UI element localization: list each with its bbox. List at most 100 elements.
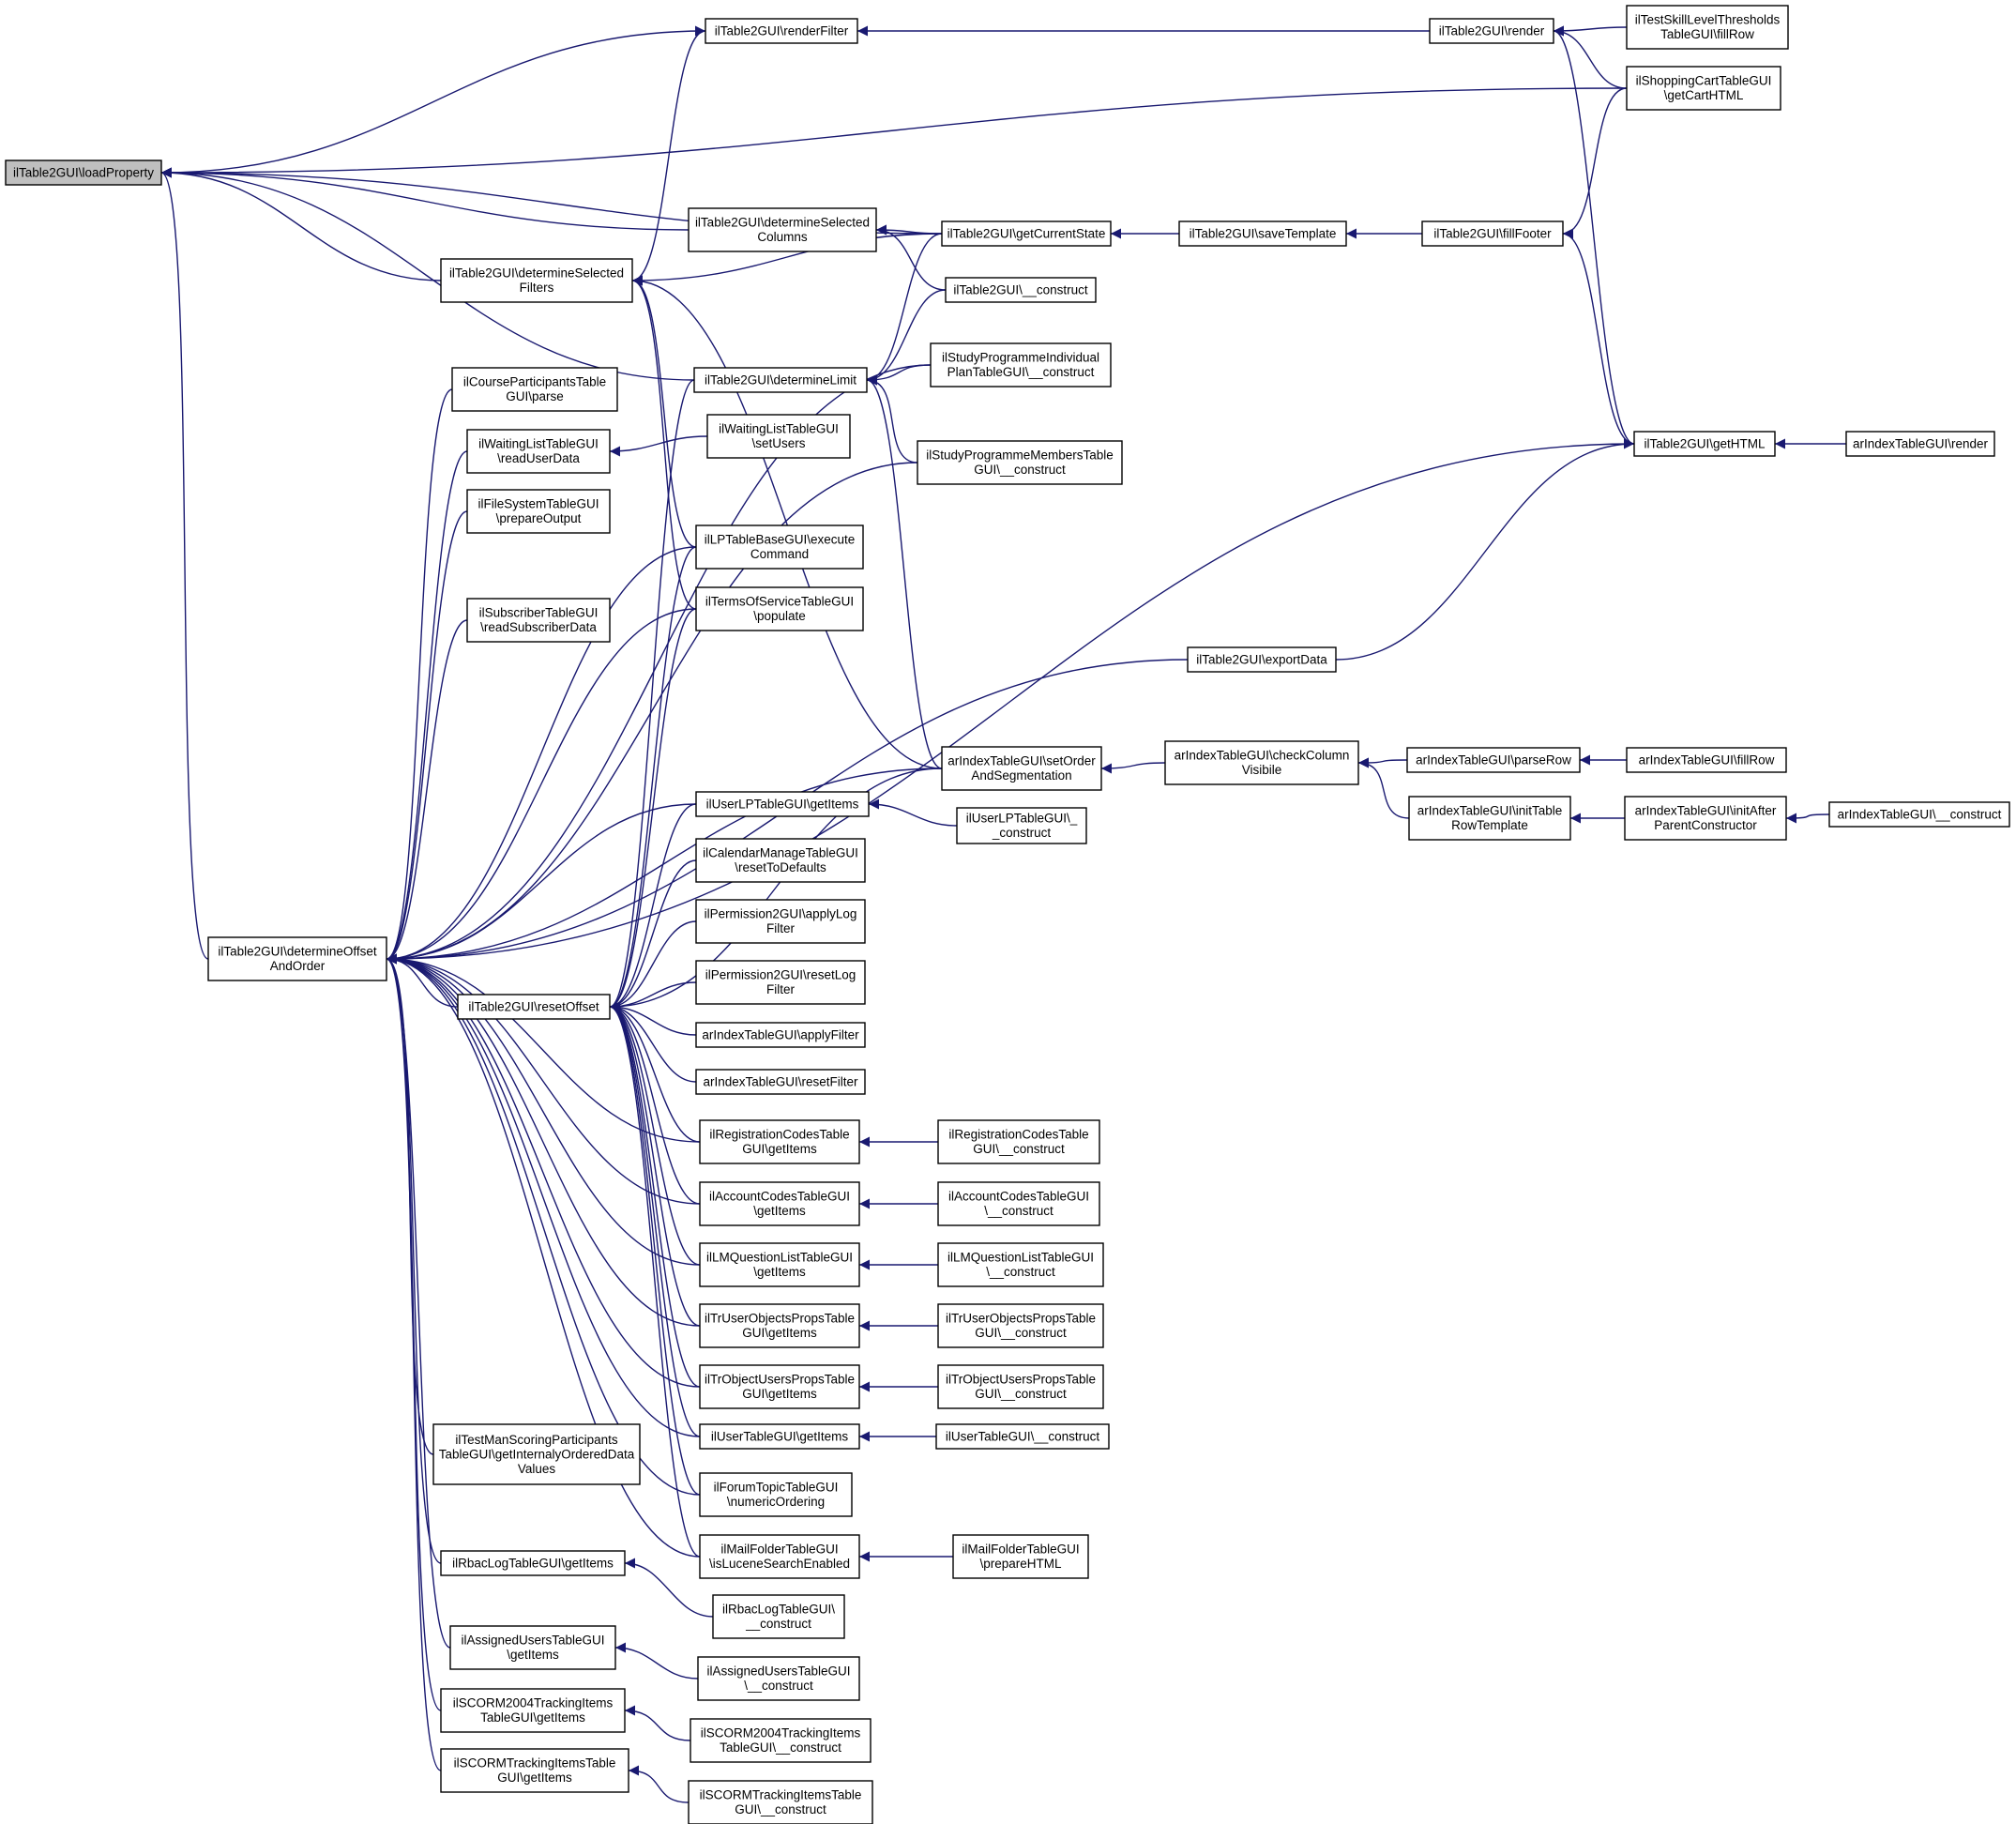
call-edge bbox=[1785, 813, 1830, 824]
node-label: \setUsers bbox=[751, 436, 805, 450]
function-node[interactable]: arIndexTableGUI\fillRow bbox=[1626, 747, 1787, 773]
node-label: \getItems bbox=[507, 1648, 559, 1662]
node-label: \prepareHTML bbox=[979, 1557, 1062, 1571]
node-box bbox=[699, 1472, 853, 1517]
function-node[interactable]: arIndexTableGUI\initAfterParentConstruct… bbox=[1624, 796, 1787, 841]
function-node[interactable]: arIndexTableGUI\applyFilter bbox=[695, 1022, 866, 1048]
node-label: ilPermission2GUI\resetLog bbox=[705, 968, 856, 982]
call-edge bbox=[631, 275, 943, 769]
function-node[interactable]: ilTable2GUI\__construct bbox=[945, 277, 1097, 303]
node-box bbox=[688, 207, 877, 252]
function-node[interactable]: ilCalendarManageTableGUI\resetToDefaults bbox=[695, 838, 866, 883]
node-label: ilTable2GUI\exportData bbox=[1196, 652, 1327, 666]
function-node[interactable]: ilTable2GUI\renderFilter bbox=[705, 18, 858, 44]
function-node[interactable]: ilTermsOfServiceTableGUI\populate bbox=[695, 586, 864, 631]
node-label: TableGUI\__construct bbox=[720, 1740, 841, 1755]
function-node[interactable]: arIndexTableGUI\resetFilter bbox=[695, 1069, 866, 1095]
function-node[interactable]: ilRbacLogTableGUI\__construct bbox=[712, 1594, 845, 1639]
node-label: \isLuceneSearchEnabled bbox=[709, 1557, 850, 1571]
call-edge bbox=[609, 1001, 697, 1036]
node-label: RowTemplate bbox=[1451, 818, 1528, 832]
node-box bbox=[207, 936, 387, 981]
function-node[interactable]: ilUserLPTableGUI\__construct bbox=[956, 807, 1087, 844]
node-label: arIndexTableGUI\fillRow bbox=[1639, 752, 1775, 767]
function-node[interactable]: ilTable2GUI\getHTML bbox=[1633, 431, 1776, 457]
function-node[interactable]: ilAccountCodesTableGUI\__construct bbox=[937, 1181, 1100, 1226]
function-node[interactable]: ilTable2GUI\determineLimit bbox=[693, 367, 868, 393]
function-node[interactable]: ilLMQuestionListTableGUI\__construct bbox=[937, 1242, 1104, 1287]
node-box bbox=[699, 1423, 860, 1450]
function-node[interactable]: ilSCORM2004TrackingItemsTableGUI\__const… bbox=[690, 1718, 872, 1763]
node-label: ilSCORM2004TrackingItems bbox=[701, 1726, 861, 1740]
function-node[interactable]: ilMailFolderTableGUI\isLuceneSearchEnabl… bbox=[699, 1534, 860, 1579]
function-node[interactable]: ilTable2GUI\getCurrentState bbox=[941, 220, 1112, 247]
nodes-layer: ilTable2GUI\loadProperty ilTable2GUI\rend… bbox=[5, 5, 2010, 1824]
function-node[interactable]: ilTable2GUI\exportData bbox=[1187, 646, 1337, 673]
call-edge bbox=[160, 167, 209, 960]
function-node[interactable]: ilAccountCodesTableGUI\getItems bbox=[699, 1181, 860, 1226]
function-node[interactable]: ilWaitingListTableGUI\setUsers bbox=[706, 414, 851, 459]
function-node[interactable]: arIndexTableGUI\__construct bbox=[1828, 801, 2010, 828]
node-box bbox=[1429, 18, 1554, 44]
function-node[interactable]: ilStudyProgrammeMembersTableGUI\__constr… bbox=[917, 440, 1123, 485]
node-label: ilWaitingListTableGUI bbox=[719, 422, 839, 436]
root-function-node[interactable]: ilTable2GUI\loadProperty bbox=[5, 160, 162, 186]
function-node[interactable]: ilSubscriberTableGUI\readSubscriberData bbox=[466, 598, 611, 643]
function-node[interactable]: ilMailFolderTableGUI\prepareHTML bbox=[952, 1534, 1089, 1579]
function-node[interactable]: ilTable2GUI\resetOffset bbox=[457, 994, 611, 1020]
node-label: Command bbox=[750, 547, 809, 561]
function-node[interactable]: arIndexTableGUI\parseRow bbox=[1406, 747, 1581, 773]
node-label: ilStudyProgrammeIndividual bbox=[942, 351, 1099, 365]
function-node[interactable]: ilTable2GUI\saveTemplate bbox=[1178, 220, 1347, 247]
node-box bbox=[1187, 646, 1337, 673]
function-node[interactable]: ilTable2GUI\fillFooter bbox=[1421, 220, 1564, 247]
node-label: ilTermsOfServiceTableGUI bbox=[705, 595, 854, 609]
function-node[interactable]: ilSCORM2004TrackingItemsTableGUI\getItem… bbox=[440, 1688, 626, 1733]
function-node[interactable]: ilRbacLogTableGUI\getItems bbox=[440, 1550, 626, 1576]
function-node[interactable]: ilFileSystemTableGUI\prepareOutput bbox=[466, 489, 611, 534]
function-node[interactable]: ilAssignedUsersTableGUI\__construct bbox=[697, 1656, 860, 1701]
call-edge bbox=[631, 233, 943, 286]
node-label: ilSCORM2004TrackingItems bbox=[453, 1696, 614, 1710]
function-node[interactable]: ilAssignedUsersTableGUI\getItems bbox=[449, 1625, 616, 1670]
call-edge bbox=[160, 167, 442, 281]
node-label: ilLMQuestionListTableGUI bbox=[947, 1251, 1094, 1265]
call-edge bbox=[631, 275, 697, 610]
function-node[interactable]: arIndexTableGUI\render bbox=[1845, 431, 1995, 457]
function-node[interactable]: ilLMQuestionListTableGUI\getItems bbox=[699, 1242, 860, 1287]
node-box bbox=[952, 1534, 1089, 1579]
node-label: arIndexTableGUI\initTable bbox=[1417, 804, 1563, 818]
function-node[interactable]: ilUserLPTableGUI\getItems bbox=[695, 791, 870, 817]
function-node[interactable]: ilWaitingListTableGUI\readUserData bbox=[466, 429, 611, 474]
node-label: ilShoppingCartTableGUI bbox=[1636, 74, 1772, 88]
function-node[interactable]: ilTable2GUI\render bbox=[1429, 18, 1554, 44]
function-node[interactable]: ilUserTableGUI\getItems bbox=[699, 1423, 860, 1450]
function-node[interactable]: ilForumTopicTableGUI\numericOrdering bbox=[699, 1472, 853, 1517]
node-label: arIndexTableGUI\resetFilter bbox=[703, 1074, 858, 1088]
function-node[interactable]: ilShoppingCartTableGUI\getCartHTML bbox=[1626, 66, 1781, 111]
function-node[interactable]: ilUserTableGUI\__construct bbox=[935, 1423, 1110, 1450]
node-label: ilUserTableGUI\getItems bbox=[711, 1429, 849, 1443]
function-node[interactable]: ilStudyProgrammeIndividualPlanTableGUI\_… bbox=[930, 342, 1112, 388]
function-node[interactable]: ilTestManScoringParticipantsTableGUI\get… bbox=[432, 1423, 641, 1485]
function-node[interactable]: ilTestSkillLevelThresholdsTableGUI\fillR… bbox=[1626, 5, 1789, 50]
call-edge bbox=[1553, 25, 1628, 37]
